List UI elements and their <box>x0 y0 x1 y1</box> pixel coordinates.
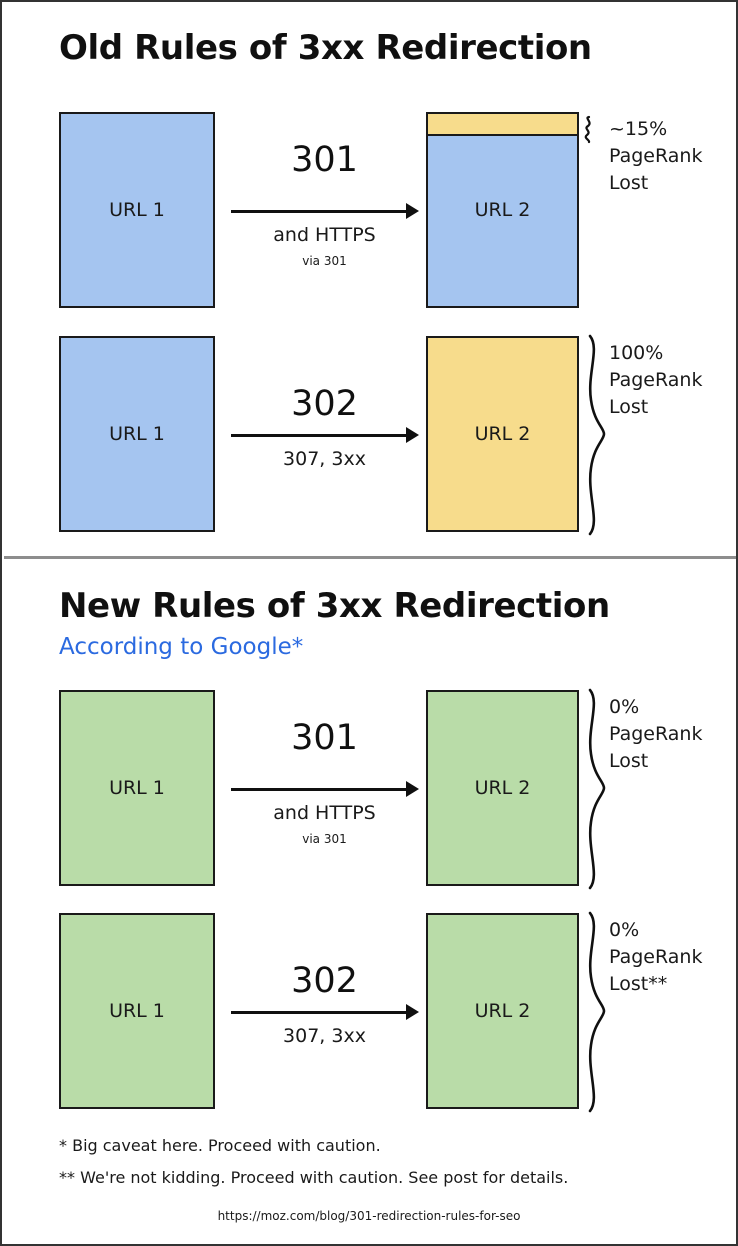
source-url-link[interactable]: https://moz.com/blog/301-redirection-rul… <box>217 1209 521 1223</box>
target-url-label: URL 2 <box>474 423 531 445</box>
arrow-head-icon <box>406 781 419 797</box>
annotation-old-302: 100% PageRank Lost <box>609 340 702 421</box>
arrow-head-icon <box>406 1004 419 1020</box>
annotation-line-3: Lost** <box>609 972 668 995</box>
arrow-shaft <box>231 788 408 791</box>
squiggle-brace-icon <box>580 114 602 148</box>
status-code-302: 302 <box>291 384 358 424</box>
source-url-label: URL 1 <box>109 199 165 221</box>
status-code-subtitle: 307, 3xx <box>283 1025 366 1047</box>
status-code-subtitle-secondary: via 301 <box>302 832 347 846</box>
annotation-line-2: PageRank <box>609 722 703 745</box>
annotation-line-1: ~15% <box>609 118 668 140</box>
annotation-line-1: 0% <box>609 696 640 718</box>
source-url-label: URL 1 <box>109 777 165 799</box>
source-url-box-old-301: URL 1 <box>59 112 215 308</box>
footnote-single-star: * Big caveat here. Proceed with caution. <box>59 1136 381 1155</box>
status-code-subtitle: 307, 3xx <box>283 448 366 470</box>
target-url-box-new-302: URL 2 <box>426 913 579 1109</box>
status-code-subtitle: and HTTPS <box>273 802 376 824</box>
diagram-row-new-301: URL 1 301 and HTTPS via 301 URL 2 0% Pag… <box>2 688 736 890</box>
source-url-box-old-302: URL 1 <box>59 336 215 532</box>
arrow-shaft <box>231 434 408 437</box>
annotation-line-2: PageRank <box>609 368 703 391</box>
target-url-label: URL 2 <box>474 777 531 799</box>
redirect-arrow-group-new-301: 301 and HTTPS via 301 <box>227 690 422 886</box>
annotation-line-3: Lost <box>609 749 649 772</box>
target-url-box-old-301: URL 2 <box>426 112 579 308</box>
target-url-box-new-301: URL 2 <box>426 690 579 886</box>
target-url-label: URL 2 <box>474 1000 531 1022</box>
annotation-new-302: 0% PageRank Lost** <box>609 917 702 998</box>
source-url-box-new-302: URL 1 <box>59 913 215 1109</box>
footnote-double-star: ** We're not kidding. Proceed with cauti… <box>59 1168 569 1187</box>
curly-brace-icon <box>582 911 608 1117</box>
target-url-label: URL 2 <box>474 199 531 221</box>
curly-brace-icon <box>582 688 608 894</box>
source-url-box-new-301: URL 1 <box>59 690 215 886</box>
status-code-301: 301 <box>291 140 358 180</box>
target-url-box-old-302: URL 2 <box>426 336 579 532</box>
new-rules-subtitle: According to Google* <box>59 634 304 660</box>
status-code-301: 301 <box>291 718 358 758</box>
section-old-rules: Old Rules of 3xx Redirection URL 1 301 a… <box>2 2 736 558</box>
diagram-row-old-301: URL 1 301 and HTTPS via 301 URL 2 ~15% <box>2 112 736 312</box>
status-code-subtitle: and HTTPS <box>273 224 376 246</box>
arrow-shaft <box>231 210 408 213</box>
annotation-line-3: Lost <box>609 395 649 418</box>
arrow-head-icon <box>406 427 419 443</box>
old-rules-title: Old Rules of 3xx Redirection <box>59 28 592 68</box>
arrow-shaft <box>231 1011 408 1014</box>
pagerank-lost-strip <box>428 114 577 136</box>
source-url-label: URL 1 <box>109 423 165 445</box>
annotation-old-301: ~15% PageRank Lost <box>609 116 702 197</box>
redirect-arrow-group-new-302: 302 307, 3xx <box>227 913 422 1109</box>
redirect-arrow-group-old-302: 302 307, 3xx <box>227 336 422 532</box>
curly-brace-icon <box>582 334 608 540</box>
section-divider <box>4 556 736 559</box>
section-new-rules: New Rules of 3xx Redirection According t… <box>2 560 736 1244</box>
redirect-arrow-group-old-301: 301 and HTTPS via 301 <box>227 112 422 308</box>
diagram-row-old-302: URL 1 302 307, 3xx URL 2 100% PageRank L… <box>2 334 736 536</box>
annotation-line-1: 100% <box>609 342 664 364</box>
annotation-line-3: Lost <box>609 171 649 194</box>
status-code-subtitle-secondary: via 301 <box>302 254 347 268</box>
arrow-head-icon <box>406 203 419 219</box>
diagram-row-new-302: URL 1 302 307, 3xx URL 2 0% PageRank Los… <box>2 911 736 1113</box>
annotation-line-1: 0% <box>609 919 640 941</box>
annotation-line-2: PageRank <box>609 945 703 968</box>
annotation-new-301: 0% PageRank Lost <box>609 694 702 775</box>
source-url-label: URL 1 <box>109 1000 165 1022</box>
new-rules-title: New Rules of 3xx Redirection <box>59 586 610 626</box>
status-code-302: 302 <box>291 961 358 1001</box>
annotation-line-2: PageRank <box>609 144 703 167</box>
